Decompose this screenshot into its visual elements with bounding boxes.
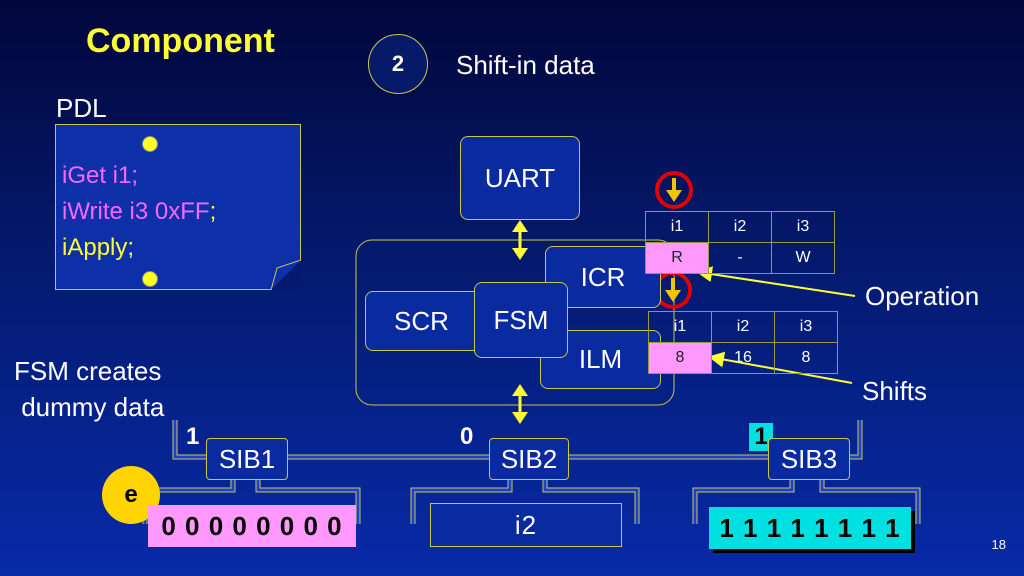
pdl-line-3-code: iApply <box>62 234 128 261</box>
pdl-note <box>55 124 301 290</box>
ilm-header-i3: i3 <box>774 311 838 343</box>
sib3-data-register: 1 1 1 1 1 1 1 1 <box>709 507 911 549</box>
bullet-dot-top <box>142 136 158 152</box>
icr-value-i2: - <box>708 242 772 274</box>
i2-data-register: i2 <box>430 503 622 547</box>
sib1-block: SIB1 <box>206 438 288 480</box>
pdl-line-1: iGet i1; <box>62 162 139 189</box>
sib2-bit: 0 <box>460 423 474 450</box>
sib1-bit: 1 <box>186 423 200 450</box>
sib-double-arrow <box>512 384 528 424</box>
pdl-line-3-semicolon: ; <box>127 234 135 261</box>
ilm-header-i1: i1 <box>648 311 712 343</box>
slide-title: Component <box>86 22 275 60</box>
note-fold-icon <box>271 260 301 290</box>
ilm-table: i1 i2 i3 8 16 8 <box>648 311 838 374</box>
pdl-line-2: iWrite i3 0xFF; <box>62 198 216 226</box>
ilm-value-i3: 8 <box>774 342 838 374</box>
slide-subtitle: Shift-in data <box>456 50 595 80</box>
operation-label: Operation <box>865 281 980 311</box>
sib1-data-register: 0 0 0 0 0 0 0 0 <box>148 505 356 547</box>
uart-double-arrow <box>512 220 528 260</box>
pdl-line-3: iApply; <box>62 234 134 262</box>
icr-value-i3: W <box>771 242 835 274</box>
pdl-line-2-semicolon: ; <box>209 198 217 225</box>
page-number: 18 <box>991 537 1006 552</box>
icr-table: i1 i2 i3 R - W <box>645 211 835 274</box>
operation-pointer <box>696 266 856 297</box>
icr-update-marker <box>655 171 693 209</box>
pdl-line-2-code: iWrite i3 0xFF <box>62 198 210 225</box>
icr-header-i3: i3 <box>771 211 835 243</box>
fsm-block: FSM <box>474 282 568 358</box>
fsm-note-line-1: FSM creates <box>14 356 162 386</box>
ilm-value-i2: 16 <box>711 342 775 374</box>
scr-block: SCR <box>365 291 487 351</box>
icr-value-i1: R <box>645 242 709 274</box>
uart-block: UART <box>460 136 580 220</box>
sib2-block: SIB2 <box>489 438 569 480</box>
ilm-value-i1: 8 <box>648 342 712 374</box>
step-number-badge: 2 <box>368 34 428 94</box>
icr-header-i2: i2 <box>708 211 772 243</box>
shifts-label: Shifts <box>862 376 928 406</box>
ilm-update-marker <box>654 271 692 309</box>
sib3-block: SIB3 <box>768 438 850 480</box>
pdl-label: PDL <box>56 93 107 123</box>
ilm-header-i2: i2 <box>711 311 775 343</box>
bullet-dot-bottom <box>142 271 158 287</box>
fsm-note-line-2: dummy data <box>14 392 165 422</box>
icr-header-i1: i1 <box>645 211 709 243</box>
